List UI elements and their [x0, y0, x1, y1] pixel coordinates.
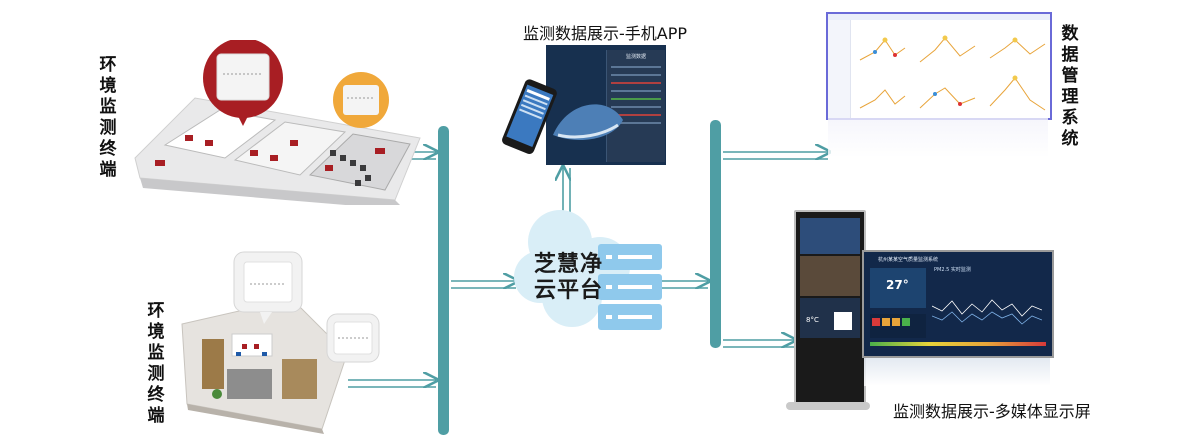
- media-banner: 杭州某某空气质量监测系统: [878, 257, 939, 263]
- app-title: 监测数据展示-手机APP: [523, 24, 688, 43]
- terminal-top-label: 环境监测终端: [99, 55, 117, 180]
- arrow-bus-to-media-screen: [723, 340, 794, 347]
- media-panel-title: PM2.5 实时监测: [934, 267, 971, 273]
- arrow-cloud-to-app: [563, 168, 570, 212]
- arrow-bus-to-mgmt-system: [723, 152, 828, 159]
- arrow-bottom-terminal-to-bus: [348, 380, 436, 387]
- cloud-platform-label-line2: 云平台: [534, 278, 604, 303]
- arrow-cloud-to-right-bus: [662, 281, 708, 288]
- whale-illustration: [553, 104, 623, 140]
- mgmt-system-label: 数据管理系统: [1061, 24, 1079, 149]
- kiosk-stand: 8°C: [794, 210, 866, 410]
- app-panel: 监测数据: [606, 50, 665, 162]
- terminal-bottom-label: 环境监测终端: [147, 301, 165, 426]
- left-bus-line: [438, 126, 449, 435]
- kiosk-temp: 8°C: [806, 316, 819, 324]
- app-panel-header: 监测数据: [625, 54, 646, 60]
- mgmt-system-reflection: [828, 118, 1048, 158]
- server-icon: [598, 244, 662, 332]
- phone-device: [502, 79, 557, 155]
- arrow-bus-to-cloud: [451, 281, 516, 288]
- media-temp: 27°: [886, 278, 909, 292]
- floorplan-bottom-image: [181, 251, 380, 434]
- right-bus-line: [710, 120, 721, 348]
- kiosk-base: [786, 402, 870, 410]
- media-screen-reflection: [864, 358, 1050, 386]
- cloud-platform-label-line1: 芝慧净: [534, 252, 604, 277]
- mgmt-system-screenshot: [826, 12, 1052, 120]
- media-screen: 杭州某某空气质量监测系统 27° PM2.5 实时监测: [862, 250, 1054, 358]
- floorplan-top-image: [134, 40, 421, 205]
- media-screen-title: 监测数据展示-多媒体显示屏: [893, 402, 1091, 421]
